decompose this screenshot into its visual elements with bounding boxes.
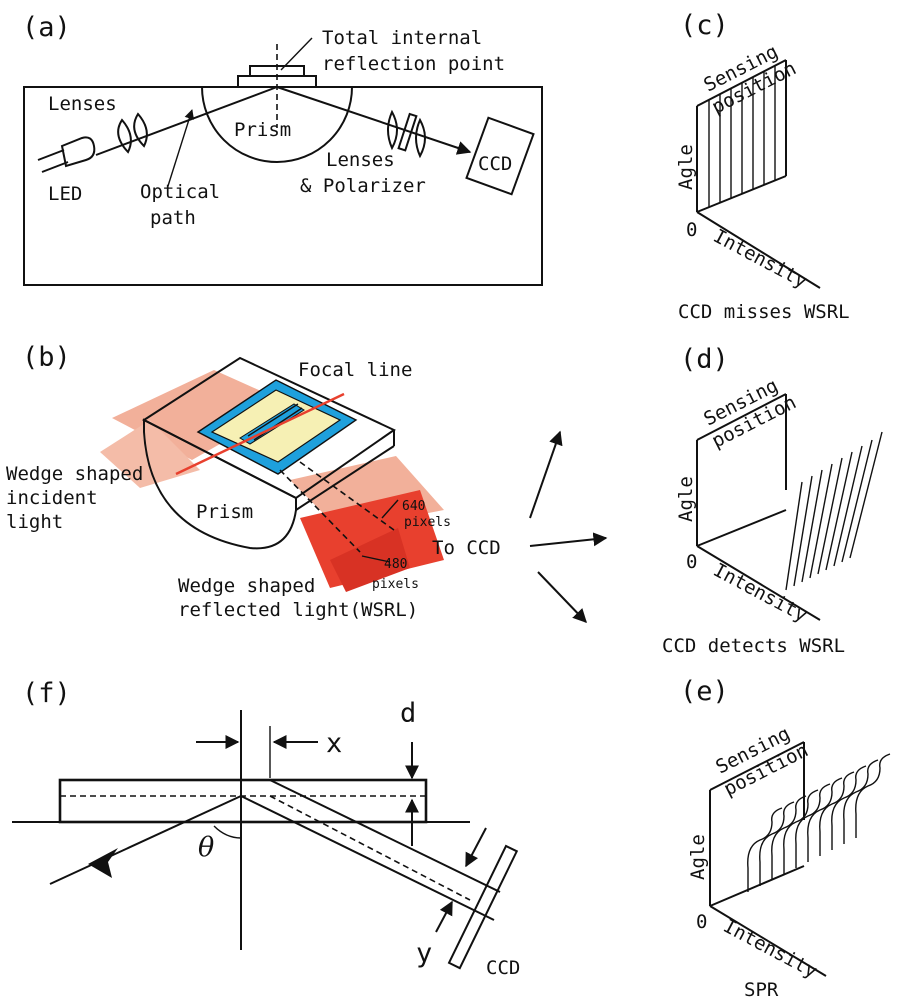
c-zero-label: 0 [686,219,697,241]
lenses-right-label-2: & Polarizer [300,175,426,197]
optical-path-label-1: Optical [140,181,220,203]
f-reflected-dashed [269,795,471,901]
f-y-arrow-top [465,827,487,868]
px640-label-1: 640 [402,499,425,514]
c-agle-label: Agle [675,144,697,190]
reflected-label-2: reflected light(WSRL) [178,599,418,621]
instrument-box [23,86,543,286]
incident-label-3: light [6,511,63,533]
lenses-left-label: Lenses [48,93,117,115]
px640-bracket [381,499,399,519]
f-theta-arc [213,825,242,839]
f-reflected-solid [240,795,495,921]
f-ccd-label: CCD [486,957,520,979]
tir-label-2: reflection point [322,53,505,75]
e-zero-label: 0 [696,911,707,933]
c-intensity-label: Intensity [710,225,811,293]
px480-bracket [361,555,391,563]
panel-d: (d) Sensing position Agle 0 Intensity CC… [662,344,883,657]
optical-path-in [95,86,278,156]
lenses-right-label-1: Lenses [326,149,395,171]
optical-path-label-2: path [150,207,196,229]
ccd-box-a [465,116,535,196]
lenses-left-icon [117,112,148,154]
d-intensity-axis [696,545,821,621]
d-zero-label: 0 [686,551,697,573]
e-intensity-axis [709,905,827,977]
prism-edge-2 [295,445,395,511]
c-flat-lines [708,66,776,207]
arrow-to-e [537,571,587,624]
f-incident-ray [49,795,242,885]
reflected-wedge-red-dark [330,528,410,592]
optical-path-pointer [167,109,195,187]
lenses-polarizer-icon [387,109,426,159]
c-intensity-axis [696,211,821,289]
focal-line [175,392,345,476]
prism-label-a: Prism [234,119,291,141]
panel-c-tag: (c) [680,10,729,41]
panel-e: (e) Sensing position Agle 0 Intensity SP… [680,676,891,1000]
chip-channel-line-2 [253,407,303,441]
panel-a: (a) CCD [22,12,543,286]
d-sensing-axis [696,393,787,441]
arrow-to-c [529,430,563,519]
e-agle-label: Agle [687,834,709,880]
e-sensing-axis [709,741,805,791]
e-spr-curves [747,753,891,892]
e-caption: SPR [744,979,779,1000]
f-y-label: y [416,938,432,969]
to-ccd-label: To CCD [432,537,501,559]
panel-d-tag: (d) [680,344,729,375]
ccd-label-a: CCD [478,153,512,175]
panel-f-tag: (f) [22,678,71,709]
f-theta-label: θ [198,832,214,863]
px480-label-1: 480 [384,557,407,572]
reflected-label-1: Wedge shaped [178,575,315,597]
arrow-to-d [529,532,608,547]
incident-label-1: Wedge shaped [6,463,143,485]
incident-wedge-lower [100,420,200,488]
d-intensity-label: Intensity [710,559,811,627]
e-intensity-label: Intensity [720,915,821,983]
panel-a-tag: (a) [22,12,71,43]
tir-pointer [280,37,313,71]
prism-label-b: Prism [196,501,253,523]
f-y-arrow-bottom [435,900,453,933]
f-incident-arrowhead [88,848,118,878]
focal-line-label: Focal line [298,359,412,381]
d-wsrl-lines [785,431,883,591]
px640-label-2: pixels [404,515,451,530]
chip-channel-line-1 [247,403,299,437]
panel-e-tag: (e) [680,676,729,707]
prism-front-curve [143,418,297,550]
d-caption: CCD detects WSRL [662,635,845,657]
panel-c: (c) Sensing position Agle 0 Intensity CC… [675,10,850,323]
e-sensing-base [709,865,805,907]
f-x-label: x [326,728,342,759]
projection-dash-1 [279,469,361,553]
led-icon [37,136,96,173]
f-d-label: d [400,698,416,729]
f-ccd-plate [447,844,519,970]
tir-label-1: Total internal [322,27,482,49]
panel-b: (b) Focal line Wedge shaped incident lig… [6,342,608,624]
chip-channel [239,403,305,445]
f-reflected-top [269,779,501,893]
panel-f: (f) x d θ y CCD [12,678,520,979]
led-label: LED [48,183,82,205]
c-caption: CCD misses WSRL [678,301,850,323]
d-agle-label: Agle [675,476,697,522]
f-slab [58,778,428,824]
prism-half-circle [201,86,353,163]
d-sensing-base [696,509,787,547]
optical-path-out [276,86,472,155]
incident-label-2: incident [6,487,98,509]
panel-b-tag: (b) [22,342,71,373]
px480-label-2: pixels [372,577,419,592]
